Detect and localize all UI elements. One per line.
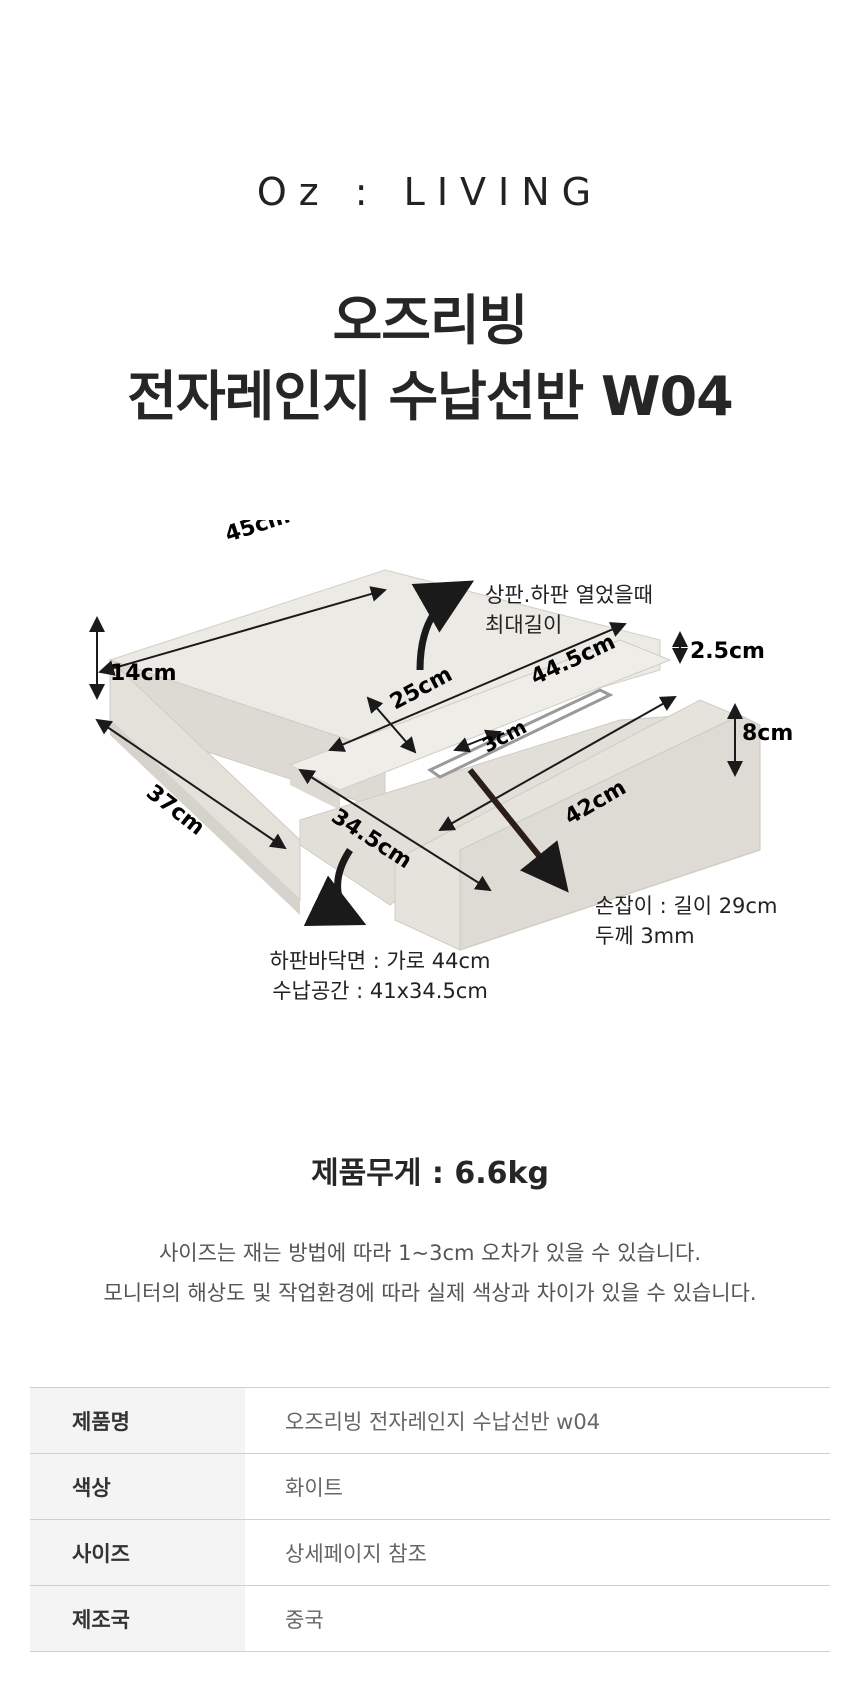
table-row: 색상 화이트	[30, 1453, 830, 1520]
product-title-name: 전자레인지 수납선반 W04	[127, 365, 733, 428]
spec-key: 제품명	[30, 1387, 245, 1454]
dim-top-thickness: 2.5cm	[690, 639, 765, 664]
callout-arrow-bottom	[303, 848, 367, 926]
table-row: 제품명 오즈리빙 전자레인지 수납선반 w04	[30, 1387, 830, 1454]
dimension-diagram: 45cm 14cm 37cm 25cm 44.5cm 2.5cm 3cm 8cm…	[89, 520, 793, 1003]
table-row: 제조국 중국	[30, 1585, 830, 1652]
spec-table: 제품명 오즈리빙 전자레인지 수납선반 w04 색상 화이트 사이즈 상세페이지…	[30, 1387, 830, 1652]
color-notice: 모니터의 해상도 및 작업환경에 따라 실제 색상과 차이가 있을 수 있습니다…	[103, 1281, 757, 1305]
callout-arrow-handle	[467, 768, 569, 893]
product-title-brand: 오즈리빙	[332, 289, 529, 352]
callout-max-line1: 상판.하판 열었을때	[485, 583, 653, 607]
dim-width: 45cm	[222, 520, 293, 548]
dimension-lines	[89, 586, 743, 892]
spec-key: 색상	[30, 1453, 245, 1520]
spec-key: 사이즈	[30, 1519, 245, 1586]
dim-drawer-height: 8cm	[742, 721, 793, 746]
size-notice: 사이즈는 재는 방법에 따라 1~3cm 오차가 있을 수 있습니다.	[158, 1241, 702, 1265]
brand-logo: Oz : LIVING	[256, 170, 604, 214]
spec-value: 중국	[245, 1585, 830, 1652]
callout-handle-line1: 손잡이 : 길이 29cm	[595, 894, 777, 918]
spec-key: 제조국	[30, 1585, 245, 1652]
callout-max-line2: 최대길이	[485, 613, 562, 637]
callout-bottom-line2: 수납공간 : 41x34.5cm	[272, 979, 488, 1003]
spec-value: 상세페이지 참조	[245, 1519, 830, 1586]
product-weight: 제품무게 : 6.6kg	[311, 1156, 549, 1191]
callout-bottom-line1: 하판바닥면 : 가로 44cm	[269, 949, 490, 973]
table-row: 사이즈 상세페이지 참조	[30, 1519, 830, 1586]
dim-height: 14cm	[110, 661, 177, 686]
spec-value: 오즈리빙 전자레인지 수납선반 w04	[245, 1387, 830, 1454]
spec-value: 화이트	[245, 1453, 830, 1520]
callout-arrow-max	[411, 580, 475, 671]
shelf-illustration	[108, 569, 761, 951]
callout-handle-line2: 두께 3mm	[595, 924, 695, 948]
